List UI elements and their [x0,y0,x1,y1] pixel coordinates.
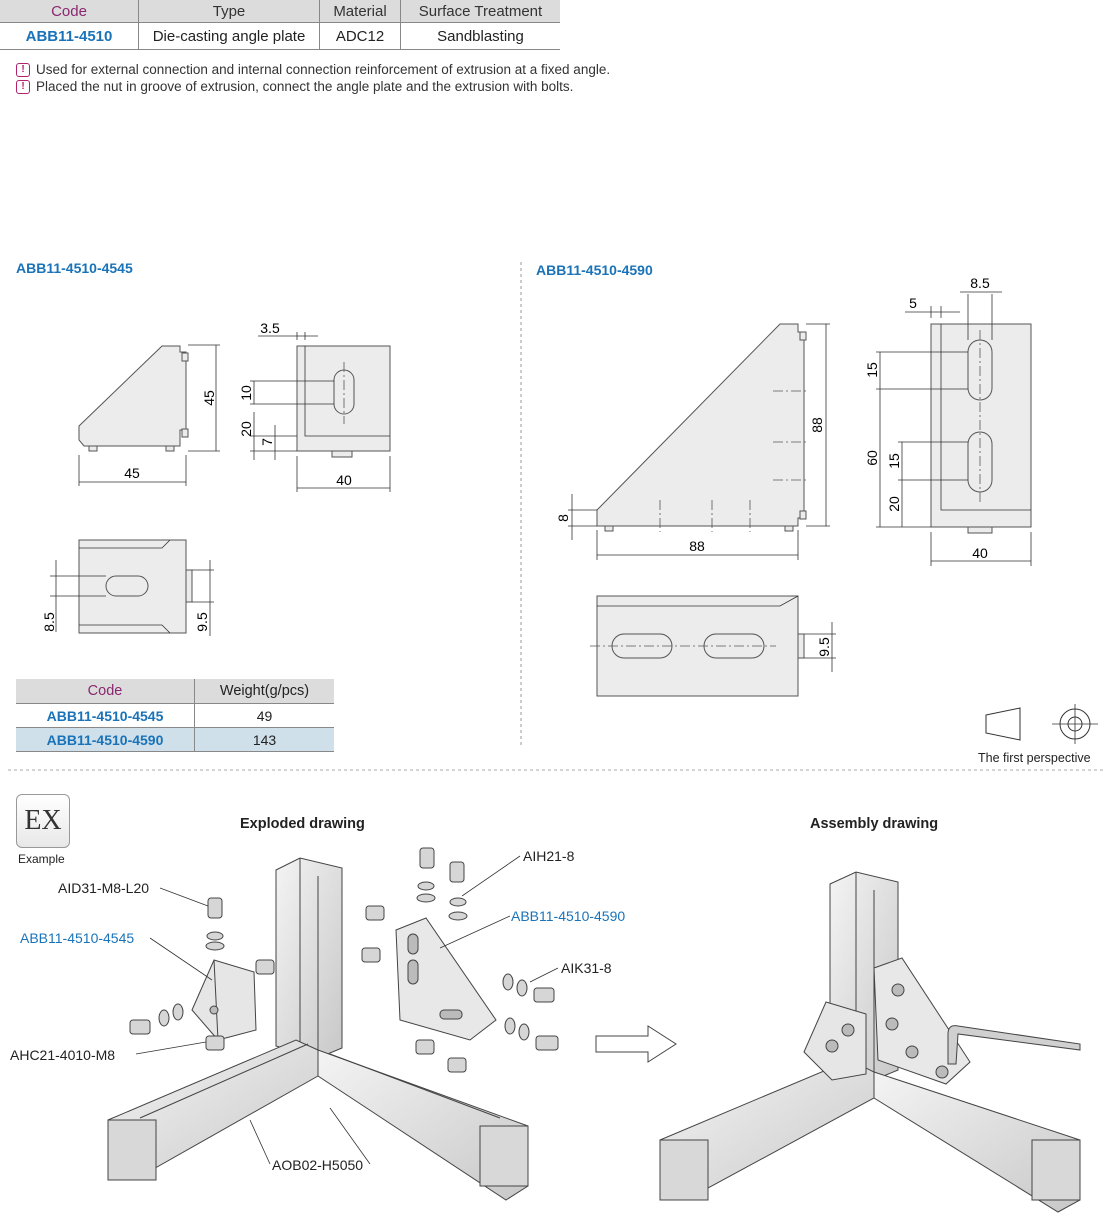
example-badge-text: EX [24,805,62,836]
callout-abb4545: ABB11-4510-4545 [20,930,135,946]
spec-code: ABB11-4510 [0,22,139,50]
dim-large-15-top: 15 [864,362,880,378]
dim-large-88-v: 88 [809,417,825,433]
dim-large-40: 40 [972,545,988,561]
hex-key-icon [947,1025,1081,1065]
dim-large-8: 8 [555,514,571,522]
dim-large-8-5: 8.5 [970,275,990,291]
exploded-small-bracket [191,959,257,1041]
warning-icon: ! [16,62,30,77]
weight-header-weight: Weight(g/pcs) [194,679,334,704]
assembly-brackets [803,957,971,1085]
large-top-view [590,595,836,697]
spec-header-material: Material [319,0,401,23]
spec-table: Code Type Material Surface Treatment ABB… [0,0,560,50]
weight-table: Code Weight(g/pcs) ABB11-4510-4545 49 AB… [16,679,334,752]
perspective-label: The first perspective [978,751,1091,765]
weight-row-value: 49 [194,703,334,728]
dim-small-20: 20 [238,421,254,437]
first-angle-projection-icon [985,704,1098,744]
part-large-title: ABB11-4510-4590 [536,262,653,278]
spec-header-type: Type [138,0,320,23]
warning-icon: ! [16,79,30,94]
callout-aid31: AID31-M8-L20 [58,880,150,896]
note-1: ! Used for external connection and inter… [16,62,610,77]
dim-small-45-h: 45 [124,465,140,481]
small-front-view [250,332,391,492]
callout-aik31: AIK31-8 [561,960,612,976]
dim-small-45-v: 45 [201,390,217,406]
note-2: ! Placed the nut in groove of extrusion,… [16,79,573,94]
large-side-view [568,323,830,560]
dim-large-9-5: 9.5 [816,637,832,657]
note-2-text: Placed the nut in groove of extrusion, c… [36,79,574,94]
spec-type: Die-casting angle plate [138,22,320,50]
spec-header-surface: Surface Treatment [400,0,560,23]
spec-header-code: Code [0,0,139,23]
example-badge: EX [16,794,70,848]
technical-drawings: 45 45 3.5 10 20 7 40 [8,262,1105,771]
dim-small-9-5: 9.5 [194,612,210,632]
dim-small-10: 10 [238,385,254,401]
exploded-fasteners [129,847,559,1073]
weight-row-code: ABB11-4510-4590 [16,727,195,752]
dim-large-5: 5 [909,295,917,311]
callout-leader-lines [135,855,559,1165]
example-label: Example [18,852,65,866]
large-front-view [876,291,1032,566]
dim-large-20: 20 [886,496,902,512]
small-top-view [50,539,214,636]
weight-row-value: 143 [194,727,334,752]
dim-large-60: 60 [864,450,880,466]
small-side-view [78,344,220,486]
arrow-icon [595,1025,677,1063]
dim-large-15-mid: 15 [886,453,902,469]
callout-aih21: AIH21-8 [523,848,575,864]
dim-small-3-5: 3.5 [260,320,280,336]
dim-small-7: 7 [259,438,275,446]
weight-row-code: ABB11-4510-4545 [16,703,195,728]
exploded-large-bracket [395,917,497,1041]
callout-ahc21: AHC21-4010-M8 [10,1047,116,1063]
spec-material: ADC12 [319,22,401,50]
exploded-title: Exploded drawing [240,816,365,832]
weight-header-code: Code [16,679,195,704]
part-small-title: ABB11-4510-4545 [16,260,133,276]
exploded-extrusions [107,857,529,1201]
note-1-text: Used for external connection and interna… [36,62,611,77]
spec-surface: Sandblasting [400,22,560,50]
example-drawings [107,847,1081,1213]
dim-small-8-5: 8.5 [41,612,57,632]
dim-large-88-h: 88 [689,538,705,554]
callout-abb4590: ABB11-4510-4590 [511,908,626,924]
assembly-title: Assembly drawing [810,816,939,832]
callout-aob02: AOB02-H5050 [272,1157,364,1173]
dim-small-40: 40 [336,472,352,488]
